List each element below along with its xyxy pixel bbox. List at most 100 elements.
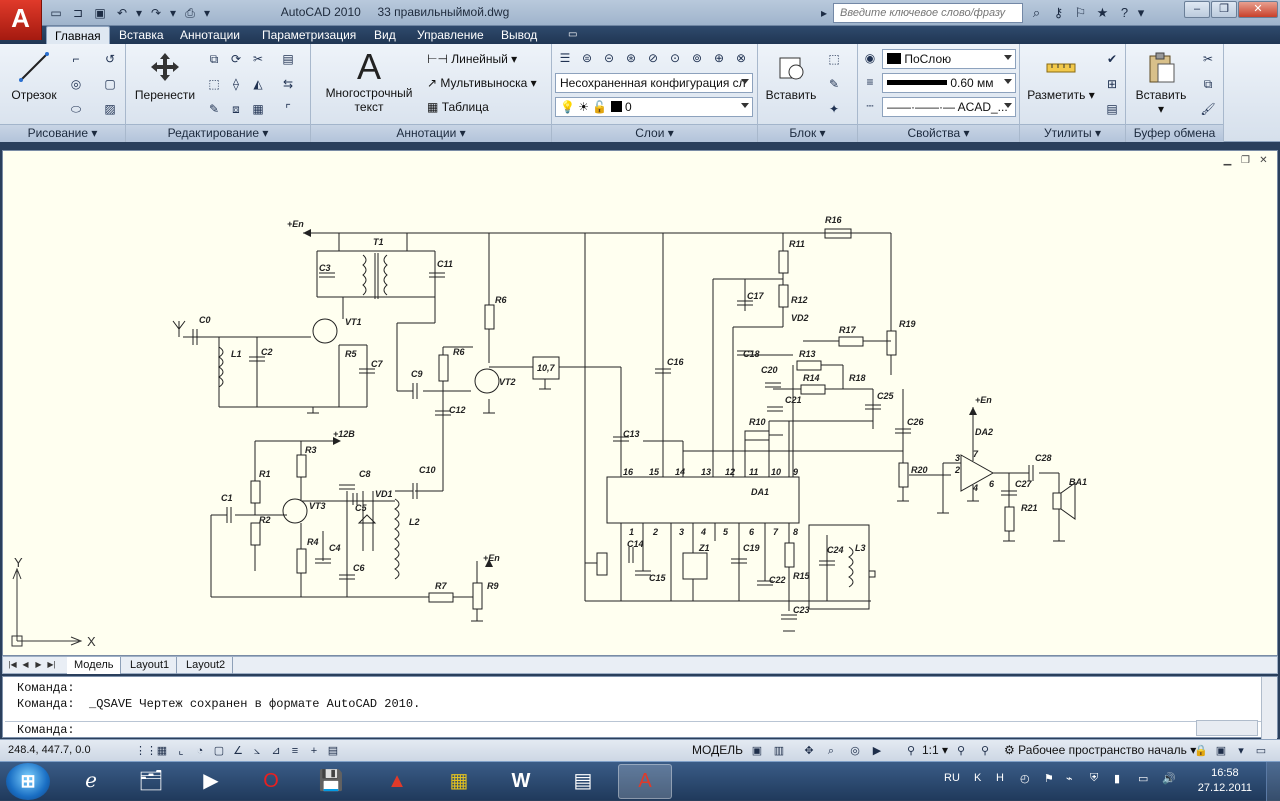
attribute-icon[interactable]: ✦ — [828, 102, 840, 116]
tray-kaspersky-icon[interactable]: K — [974, 772, 982, 784]
first-layout-icon[interactable]: |◀ — [8, 660, 17, 669]
trim-icon[interactable]: ✂ — [252, 52, 264, 66]
layout-tab-2[interactable]: Layout2 — [179, 657, 234, 674]
lineweight-icon[interactable]: ≡ — [866, 75, 874, 89]
lineweight-dropdown[interactable]: 0.60 мм — [882, 73, 1016, 93]
panel-clipboard-title[interactable]: Буфер обмена — [1126, 124, 1223, 142]
workspace-switcher[interactable]: ⚙ Рабочее пространство началь ▾ — [1004, 743, 1197, 757]
favorites-star-icon[interactable]: ★ — [1096, 5, 1109, 20]
undo-dropdown-icon[interactable]: ▾ — [135, 6, 143, 20]
lineweight-toggle-icon[interactable]: ≡ — [291, 745, 299, 757]
showmotion-icon[interactable]: ▶ — [872, 745, 882, 757]
layer-off-icon[interactable]: ⊘ — [647, 51, 659, 65]
plot-icon[interactable]: ⎙ — [185, 6, 195, 20]
restore-button[interactable]: ❐ — [1211, 1, 1237, 18]
horizontal-scrollbar[interactable] — [1196, 720, 1258, 736]
redo-dropdown-icon[interactable]: ▾ — [169, 6, 177, 20]
snap-icon[interactable]: ⋮⋮ — [135, 745, 157, 757]
linetype-icon[interactable]: ┄ — [866, 99, 874, 113]
save-icon[interactable]: ▣ — [94, 6, 106, 20]
command-input[interactable]: Команда: — [5, 721, 1261, 738]
open-folder-icon[interactable]: ⊐ — [72, 6, 84, 20]
volume-icon[interactable]: 🔊 — [1162, 773, 1176, 785]
layer-properties-icon[interactable]: ☰ — [559, 51, 571, 65]
array-icon[interactable]: ▦ — [252, 102, 264, 116]
undo-icon[interactable]: ↶ — [116, 6, 128, 20]
dim-linear-button[interactable]: ⊢⊣ Линейный ▾ — [427, 52, 518, 66]
dyn-icon[interactable]: ⊿ — [271, 745, 281, 757]
layer-lock-icon[interactable]: ⊚ — [691, 51, 703, 65]
layer-match-icon[interactable]: ⊕ — [713, 51, 725, 65]
scale-icon[interactable]: ⧈ — [232, 102, 240, 116]
mirror-icon[interactable]: ⟠ — [233, 77, 239, 91]
opera-icon[interactable]: O — [263, 770, 279, 792]
osnap-icon[interactable]: ▢ — [213, 745, 225, 757]
select-all-icon[interactable]: ⊞ — [1106, 77, 1118, 91]
tray-h-icon[interactable]: H — [996, 772, 1004, 784]
command-scrollbar[interactable] — [1261, 677, 1277, 739]
tray-flag-icon[interactable]: ⚑ — [1044, 773, 1054, 785]
insert-block-button[interactable]: Вставить — [762, 50, 820, 102]
layer-freeze-icon[interactable]: ⊙ — [669, 51, 681, 65]
arc-icon[interactable]: ↺ — [104, 52, 116, 66]
show-desktop-button[interactable] — [1266, 762, 1280, 801]
move-button[interactable]: Перенести — [132, 50, 198, 102]
calculator-icon[interactable]: ▤ — [1106, 102, 1118, 116]
panel-draw-title[interactable]: Рисование ▾ — [0, 124, 125, 142]
polyline-icon[interactable]: ⌐ — [72, 52, 80, 66]
erase-icon[interactable]: ▤ — [282, 52, 294, 66]
qp-icon[interactable]: ▤ — [327, 745, 339, 757]
search-input[interactable] — [833, 3, 1023, 23]
panel-properties-title[interactable]: Свойства ▾ — [858, 124, 1019, 142]
next-layout-icon[interactable]: ▶ — [35, 660, 42, 669]
app-menu-button[interactable]: A — [0, 0, 42, 40]
mirror-triangle-icon[interactable]: ◭ — [253, 77, 263, 91]
grid-icon[interactable]: ▦ — [156, 745, 168, 757]
layer-uniso-icon[interactable]: ⊛ — [625, 51, 637, 65]
stretch-icon[interactable]: ⬚ — [208, 77, 220, 91]
ortho-icon[interactable]: ⌞ — [178, 745, 184, 757]
annotation-visibility-icon[interactable]: ⚲ — [956, 745, 966, 757]
start-button[interactable]: ⊞ — [6, 763, 50, 800]
explode-icon[interactable]: ⇆ — [282, 77, 294, 91]
autocad-window-icon[interactable]: A — [618, 764, 672, 799]
fillet-icon[interactable]: ⌜ — [285, 102, 291, 116]
quick-select-icon[interactable]: ✔ — [1106, 52, 1118, 66]
subscription-key-icon[interactable]: ⚷ — [1053, 5, 1064, 20]
match-properties-icon[interactable]: 🖌 — [1200, 102, 1216, 116]
paste-button[interactable]: Вставить▾ — [1128, 50, 1194, 116]
measure-button[interactable]: Разметить ▾ — [1024, 50, 1098, 102]
notes-icon[interactable]: ▤ — [573, 770, 593, 792]
layer-iso-icon[interactable]: ⊝ — [603, 51, 615, 65]
otrack-icon[interactable]: ∠ — [233, 745, 243, 757]
hardware-acceleration-icon[interactable]: ▣ — [1215, 745, 1227, 757]
pencil-icon[interactable]: ✎ — [208, 102, 220, 116]
polar-icon[interactable]: ◔ — [196, 745, 204, 757]
tray-network-icon[interactable]: ▮ — [1114, 773, 1121, 785]
quick-layout-icon[interactable]: ▣ — [751, 745, 763, 757]
help-dropdown-icon[interactable]: ▾ — [1137, 5, 1145, 20]
cut-icon[interactable]: ✂ — [1202, 52, 1214, 66]
status-menu-icon[interactable]: ▾ — [1238, 745, 1244, 757]
rectangle-icon[interactable]: ▢ — [104, 77, 116, 91]
multileader-button[interactable]: ↗ Мультивыноска ▾ — [427, 76, 537, 90]
mtext-button[interactable]: A Многострочный текст — [319, 48, 419, 115]
ribbon-minimize-icon[interactable]: ▭ — [568, 29, 578, 40]
lock-icon[interactable]: 🔒 — [1194, 745, 1208, 757]
new-file-icon[interactable]: ▭ — [50, 6, 62, 20]
auto-scale-icon[interactable]: ⚲ — [980, 745, 990, 757]
hatch-icon[interactable]: ▨ — [104, 102, 116, 116]
drawing-restore-icon[interactable]: ❐ — [1241, 155, 1250, 166]
layer-walk-icon[interactable]: ⊗ — [735, 51, 747, 65]
last-layout-icon[interactable]: ▶| — [47, 660, 56, 669]
model-space-button[interactable]: МОДЕЛЬ — [692, 743, 743, 757]
steering-wheel-icon[interactable]: ◎ — [850, 745, 860, 757]
tab-output[interactable]: Вывод — [501, 28, 538, 42]
panel-utilities-title[interactable]: Утилиты ▾ — [1020, 124, 1125, 142]
panel-modify-title[interactable]: Редактирование ▾ — [126, 124, 310, 142]
layer-dropdown[interactable]: 💡 ☀ 🔓 0 — [555, 97, 753, 117]
ellipse-icon[interactable]: ⬭ — [70, 102, 82, 116]
layer-state-icon[interactable]: ⊜ — [581, 51, 593, 65]
tab-insert[interactable]: Вставка — [119, 28, 164, 42]
color-dropdown[interactable]: ПоСлою — [882, 49, 1016, 69]
